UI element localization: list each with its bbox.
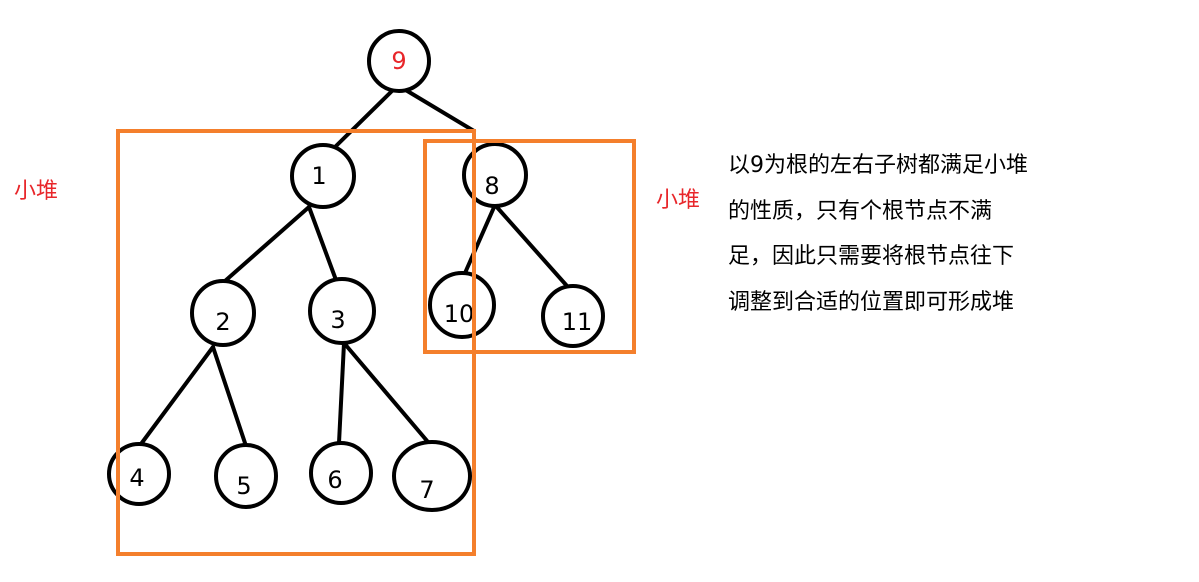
edge-9-8 — [402, 87, 476, 133]
node-7: 7 — [392, 440, 472, 512]
node-label: 7 — [419, 476, 434, 504]
edge-9-1 — [333, 87, 396, 149]
node-label: 5 — [236, 472, 251, 500]
node-circle — [428, 271, 496, 339]
node-2: 2 — [190, 279, 256, 347]
edge-2-5 — [211, 345, 248, 448]
node-label: 1 — [311, 162, 326, 190]
node-label: 11 — [562, 308, 593, 336]
node-label: 2 — [215, 308, 230, 336]
node-circle — [541, 284, 605, 348]
node-4: 4 — [107, 442, 171, 506]
node-circle — [367, 29, 431, 93]
node-circle — [290, 143, 356, 209]
node-circle — [107, 442, 171, 506]
node-1: 1 — [290, 143, 356, 209]
node-label: 10 — [444, 300, 475, 328]
node-11: 11 — [541, 284, 605, 348]
edge-1-3 — [307, 205, 338, 282]
node-label: 4 — [129, 464, 144, 492]
node-label: 8 — [484, 172, 499, 200]
edge-3-6 — [337, 341, 346, 445]
right-subtree-label: 小堆 — [656, 188, 701, 213]
edge-2-4 — [139, 345, 215, 446]
node-8: 8 — [462, 142, 528, 208]
explanation-line: 以9为根的左右子树都满足小堆 — [728, 153, 1028, 178]
right-subtree-box — [423, 139, 636, 354]
left-subtree-box — [116, 129, 476, 556]
node-5: 5 — [214, 443, 278, 509]
explanation-line: 的性质，只有个根节点不满 — [728, 198, 993, 224]
node-circle — [462, 142, 528, 208]
edge-3-7 — [342, 341, 430, 444]
node-10: 10 — [428, 271, 496, 339]
node-circle — [214, 443, 278, 509]
tree-edges — [139, 87, 569, 448]
node-circle — [392, 440, 472, 512]
tree-nodes: 9 1 8 2 3 10 11 4 5 6 7 — [107, 29, 605, 512]
node-circle — [190, 279, 256, 347]
explanation-line: 足，因此只需要将根节点往下 — [728, 244, 1015, 269]
node-3: 3 — [308, 277, 376, 345]
edge-8-11 — [493, 203, 569, 288]
node-circle — [308, 277, 376, 345]
node-label: 3 — [330, 306, 345, 334]
left-subtree-label: 小堆 — [14, 179, 59, 204]
explanation-line: 调整到合适的位置即可形成堆 — [728, 289, 1015, 315]
node-circle — [309, 441, 373, 505]
node-9: 9 — [367, 29, 431, 93]
explanation-text: 以9为根的左右子树都满足小堆 的性质，只有个根节点不满 足，因此只需要将根节点往… — [728, 143, 1108, 325]
node-label: 9 — [391, 47, 406, 75]
node-label: 6 — [327, 466, 342, 494]
edge-8-10 — [463, 203, 497, 275]
edge-1-2 — [223, 205, 311, 283]
node-6: 6 — [309, 441, 373, 505]
